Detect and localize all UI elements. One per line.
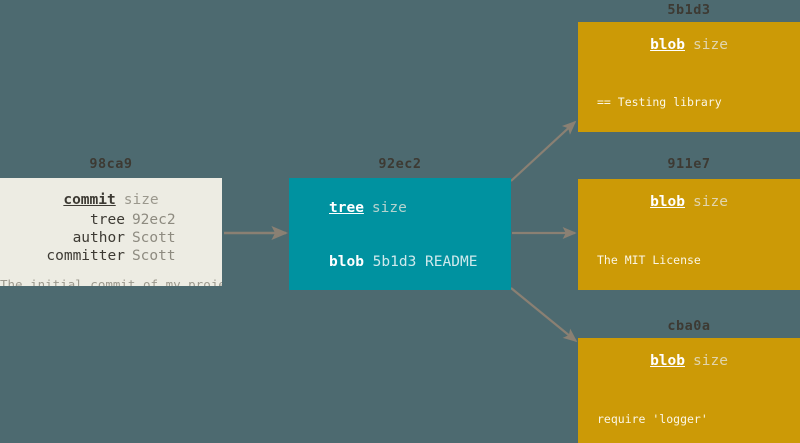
blob-type-keyword: blob — [650, 353, 685, 369]
blob-size-label: size — [693, 37, 728, 53]
commit-fields-table: tree 92ec2 author Scott committer Scott — [46, 212, 175, 266]
blob-line: == Testing library — [597, 94, 722, 109]
tree-hash-label: 92ec2 — [378, 156, 422, 172]
tree-entry-name: README — [425, 253, 478, 270]
tree-type-keyword: tree — [329, 200, 364, 216]
commit-message: The initial commit of my project — [0, 276, 222, 287]
blob-content-911e7: The MIT License Copyright (c) 2008 Scott… — [578, 227, 800, 291]
tree-box-header: tree size — [289, 201, 511, 216]
commit-field-value: Scott — [131, 247, 176, 264]
list-item: blob 5b1d3 README — [329, 254, 511, 272]
commit-field-key: author — [72, 229, 125, 246]
blob-hash-label-cba0a: cba0a — [667, 318, 711, 334]
blob-line: require 'logger' — [597, 411, 708, 426]
blob-type-keyword: blob — [650, 37, 685, 53]
blob-box-header-5b1d3: blob size — [578, 38, 800, 53]
table-row: tree 92ec2 — [46, 211, 176, 230]
commit-field-key: tree — [90, 211, 125, 228]
blob-object-box-5b1d3: blob size == Testing library This library… — [578, 22, 800, 132]
tree-entry-list: blob 5b1d3 README blob 911e7 LICENSE blo… — [289, 219, 511, 291]
arrow-tree-to-blob-5b1d3 — [510, 120, 577, 182]
tree-entry-hash: 5b1d3 — [372, 253, 417, 270]
table-row: committer Scott — [46, 248, 175, 266]
commit-field-key: committer — [46, 247, 125, 264]
table-row: author Scott — [46, 229, 176, 248]
tree-size-label: size — [371, 200, 407, 216]
blob-object-box-cba0a: blob size require 'logger' require 'test/… — [578, 338, 800, 443]
commit-box-header: commit size — [0, 193, 222, 208]
blob-box-header-911e7: blob size — [578, 195, 800, 210]
blob-box-header-cba0a: blob size — [578, 354, 800, 369]
commit-field-value: 92ec2 — [131, 211, 176, 228]
commit-object-box: commit size tree 92ec2 author Scott commi… — [0, 178, 222, 286]
blob-line: The MIT License — [597, 252, 701, 267]
blob-size-label: size — [693, 353, 728, 369]
blob-content-5b1d3: == Testing library This library is used … — [578, 69, 800, 133]
arrow-tree-to-blob-cba0a — [510, 287, 578, 343]
tree-entry-type: blob — [329, 253, 364, 270]
commit-field-value: Scott — [131, 229, 176, 246]
commit-size-label: size — [123, 192, 159, 208]
blob-object-box-911e7: blob size The MIT License Copyright (c) 2… — [578, 179, 800, 290]
commit-type-keyword: commit — [63, 192, 116, 208]
blob-size-label: size — [693, 194, 728, 210]
blob-hash-label-5b1d3: 5b1d3 — [667, 2, 711, 18]
blob-content-cba0a: require 'logger' require 'test/unit' cla… — [578, 386, 800, 443]
commit-hash-label: 98ca9 — [89, 156, 133, 172]
blob-type-keyword: blob — [650, 194, 685, 210]
tree-object-box: tree size blob 5b1d3 README blob 911e7 LI… — [289, 178, 511, 290]
blob-hash-label-911e7: 911e7 — [667, 156, 711, 172]
